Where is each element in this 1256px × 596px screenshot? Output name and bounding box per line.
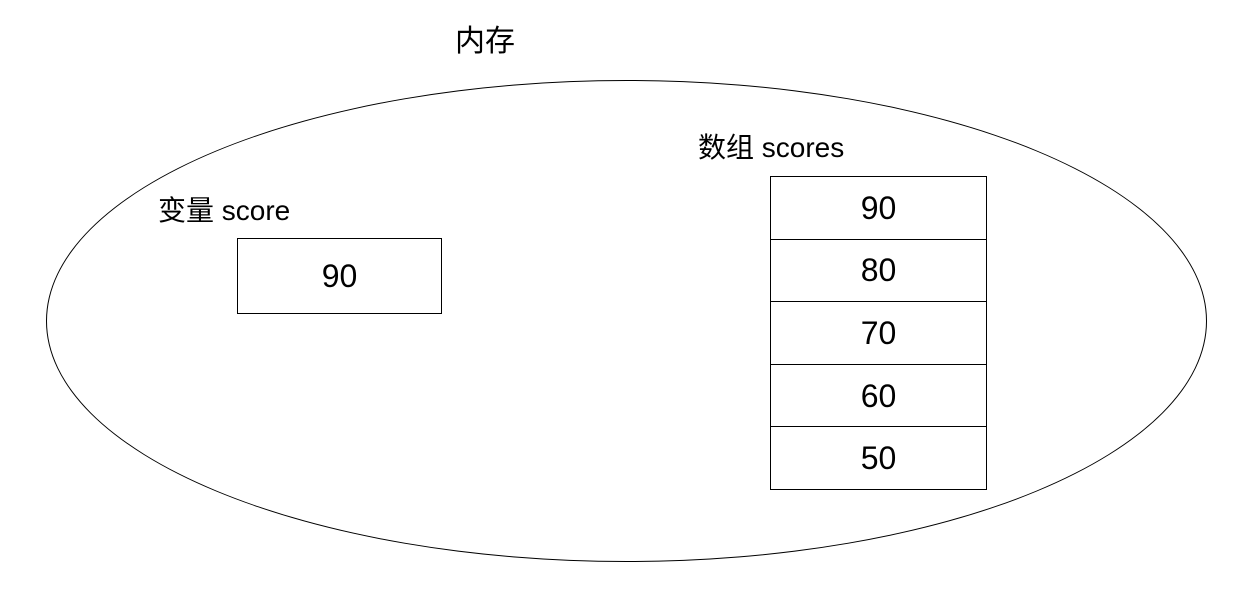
array-label: 数组 scores (698, 132, 845, 163)
array-cell: 70 (771, 302, 986, 365)
array-cell-value: 50 (860, 440, 897, 477)
array-box: 90 80 70 60 50 (770, 176, 987, 490)
array-cell-value: 60 (860, 377, 897, 414)
variable-label: 变量 score (158, 195, 291, 226)
array-cell: 60 (771, 365, 986, 428)
array-cell-value: 90 (860, 189, 897, 226)
variable-box: 90 (237, 238, 442, 314)
array-cell: 80 (771, 240, 986, 303)
diagram-title: 内存 (455, 25, 515, 58)
array-cell-value: 70 (860, 314, 897, 351)
array-cell-value: 80 (860, 252, 897, 289)
memory-ellipse (46, 80, 1207, 562)
array-cell: 90 (771, 177, 986, 240)
array-cell: 50 (771, 427, 986, 489)
variable-value: 90 (321, 258, 358, 294)
